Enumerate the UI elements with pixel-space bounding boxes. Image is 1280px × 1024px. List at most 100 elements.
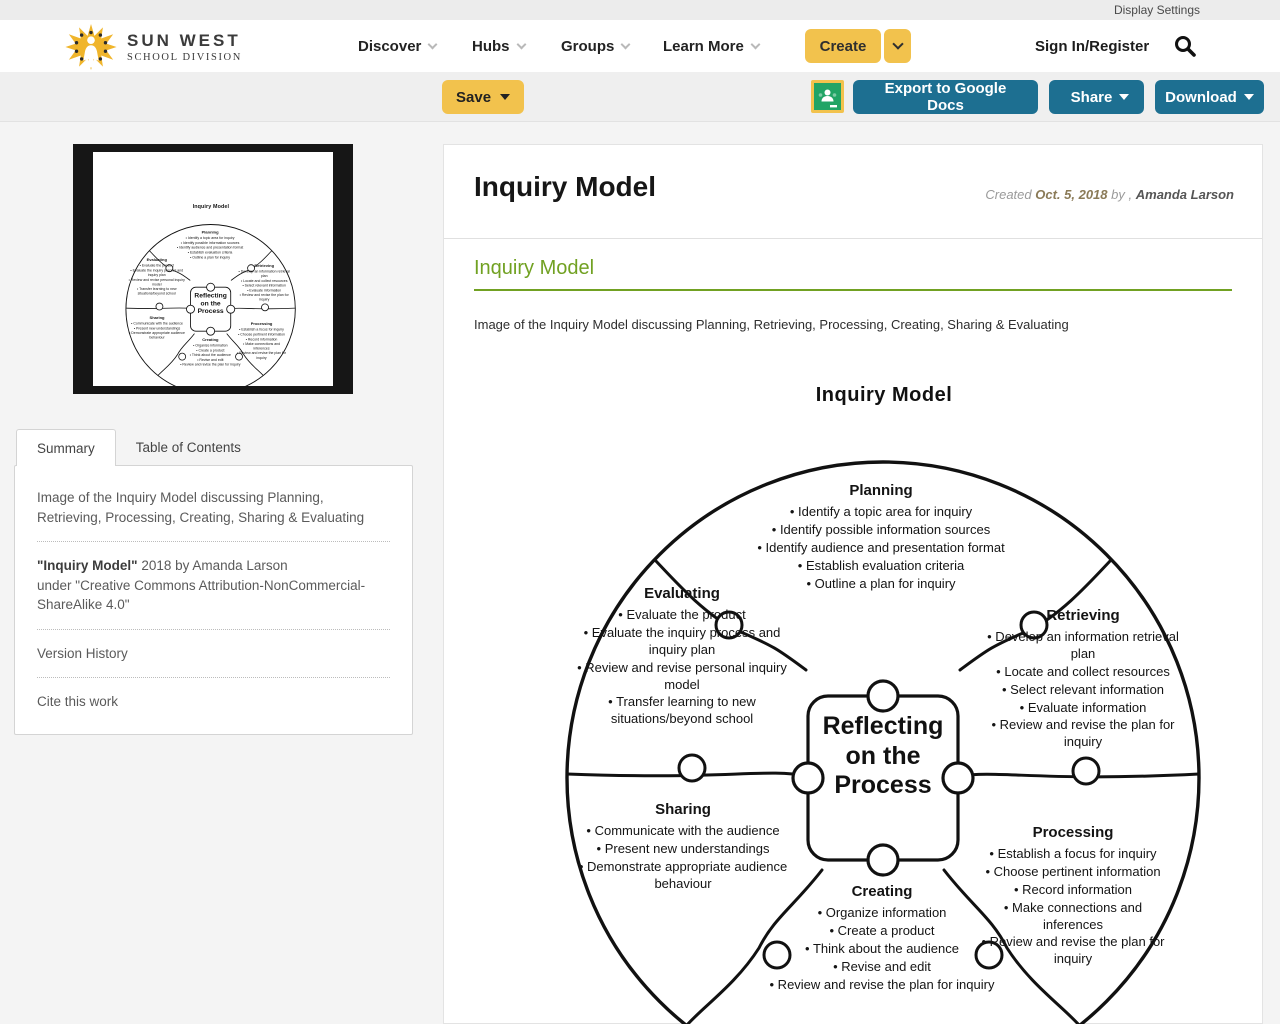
- search-button[interactable]: [1172, 34, 1198, 60]
- puzzle-circle-graphic: [125, 224, 296, 386]
- summary-panel: Image of the Inquiry Model discussing Pl…: [14, 465, 413, 735]
- diagram-bullet-item: • Revise and edit: [833, 958, 931, 974]
- diagram-section-processing: Processing • Establish a focus for inqui…: [235, 322, 289, 361]
- download-button[interactable]: Download: [1155, 80, 1264, 114]
- section-items: • Identify a topic area for inquiry• Ide…: [169, 236, 252, 260]
- citation-title: "Inquiry Model": [37, 558, 138, 574]
- diagram-bullet-item: • Identify possible information sources: [771, 521, 991, 537]
- sidebar-tabs: Summary Table of Contents: [16, 429, 261, 466]
- diagram-bullet-item: • Evaluate the product: [139, 263, 174, 268]
- sign-in-register-link[interactable]: Sign In/Register: [1035, 37, 1150, 55]
- export-to-google-docs-button[interactable]: Export to Google Docs: [853, 80, 1038, 114]
- created-meta: Created Oct. 5, 2018 by , Amanda Larson: [985, 187, 1234, 202]
- create-dropdown-button[interactable]: [884, 29, 911, 63]
- nav-label: Discover: [358, 37, 422, 55]
- section-items: • Communicate with the audience• Present…: [126, 321, 188, 340]
- page-body: Inquiry Model Planning • Identify a topi…: [0, 122, 1280, 1024]
- export-label: Export to Google Docs: [884, 80, 1007, 114]
- logo-line2: SCHOOL DIVISION: [127, 52, 242, 63]
- summary-text: Image of the Inquiry Model discussing Pl…: [37, 474, 390, 543]
- display-settings-link[interactable]: Display Settings: [1113, 3, 1200, 17]
- diagram-bullet-item: • Review and revise the plan for inquiry: [981, 934, 1165, 967]
- section-title: Creating: [202, 337, 219, 342]
- create-button[interactable]: Create: [805, 29, 881, 63]
- section-items: • Develop an information retrieval plan•…: [978, 629, 1188, 751]
- diagram-bullet-item: • Identify audience and presentation for…: [176, 245, 244, 250]
- diagram-bullet-item: • Record information: [1014, 881, 1132, 897]
- caret-down-icon: [1119, 94, 1130, 100]
- download-label: Download: [1165, 88, 1237, 106]
- center-line: Reflecting: [194, 291, 227, 300]
- section-items: • Evaluate the product• Evaluate the inq…: [572, 607, 792, 728]
- nav-item-discover[interactable]: Discover: [358, 20, 438, 72]
- logo-text: SUN WEST SCHOOL DIVISION: [127, 31, 242, 63]
- diagram-bullet-item: • Transfer learning to new situations/be…: [136, 286, 177, 296]
- share-button[interactable]: Share: [1049, 80, 1144, 114]
- nav-item-groups[interactable]: Groups: [561, 20, 631, 72]
- diagram-bullet-item: • Organize information: [193, 343, 228, 348]
- section-items: • Communicate with the audience • Present…: [568, 823, 798, 893]
- section-title: Retrieving: [254, 263, 275, 268]
- google-classroom-button[interactable]: [811, 80, 844, 113]
- diagram-section-evaluating: Evaluating • Evaluate the product• Evalu…: [127, 257, 186, 296]
- diagram-bullet-item: • Evaluate the inquiry process and inqui…: [130, 268, 184, 277]
- diagram-bullet-item: • Outline a plan for inquiry: [806, 575, 956, 591]
- diagram-bullet-item: • Make connections and inferences: [1003, 899, 1143, 932]
- diagram-bullet-item: • Establish evaluation criteria: [797, 557, 965, 573]
- center-line: Process: [197, 307, 224, 315]
- center-line: Reflecting: [822, 712, 944, 740]
- section-heading: Inquiry Model: [474, 257, 1232, 291]
- diagram-bullet-item: • Communicate with the audience: [586, 823, 780, 838]
- puzzle-circle-graphic: [565, 460, 1201, 1024]
- chevron-down-icon: [891, 38, 904, 50]
- document-toolbar: Save Export to Google Docs Share Downloa…: [0, 72, 1280, 122]
- center-line: on the: [200, 299, 221, 307]
- diagram-bullet-item: • Review and revise the plan for inquiry: [239, 292, 289, 302]
- diagram-bullet-item: • Present new understandings: [596, 840, 770, 856]
- diagram-center-label: Reflecting on the Process: [191, 292, 231, 316]
- diagram-bullet-item: • Locate and collect resources: [240, 278, 288, 283]
- created-label: Created: [985, 187, 1032, 202]
- caret-down-icon: [500, 94, 511, 100]
- created-date: Oct. 5, 2018: [1035, 187, 1108, 202]
- diagram-bullet-item: • Review and revise the plan for inquiry: [237, 351, 287, 360]
- chevron-down-icon: [427, 39, 438, 49]
- diagram-bullet-item: • Think about the audience: [805, 940, 959, 956]
- top-strip: Display Settings: [0, 0, 1280, 20]
- center-line: Process: [834, 771, 932, 799]
- diagram-section-creating: Creating • Organize information• Create …: [742, 883, 1022, 994]
- chevron-down-icon: [750, 39, 761, 49]
- version-history-link[interactable]: Version History: [37, 645, 128, 661]
- diagram-bullet-item: • Locate and collect resources: [996, 663, 1170, 679]
- section-items: • Establish a focus for inquiry• Choose …: [973, 846, 1173, 968]
- tab-summary[interactable]: Summary: [16, 429, 116, 466]
- site-logo[interactable]: SUN WEST SCHOOL DIVISION: [65, 24, 242, 70]
- section-title: Retrieving: [1046, 607, 1120, 624]
- nav-item-hubs[interactable]: Hubs: [472, 20, 526, 72]
- chevron-down-icon: [516, 39, 526, 49]
- diagram-bullet-item: • Transfer learning to new situations/be…: [608, 694, 756, 727]
- diagram-bullet-item: • Revise and edit: [197, 357, 224, 362]
- thumbnail-image[interactable]: Inquiry Model Planning • Identify a topi…: [73, 144, 353, 394]
- diagram-section-sharing: Sharing • Communicate with the audience•…: [568, 801, 798, 894]
- save-button[interactable]: Save: [442, 80, 525, 114]
- tab-table-of-contents[interactable]: Table of Contents: [135, 440, 241, 455]
- diagram-bullet-item: • Organize information: [817, 905, 947, 920]
- diagram-section-planning: Planning • Identify a topic area for inq…: [169, 230, 252, 260]
- diagram-bullet-item: • Select relevant information: [1001, 681, 1165, 697]
- diagram-bullet-item: • Communicate with the audience: [131, 321, 183, 326]
- chevron-down-icon: [620, 39, 631, 49]
- page-title: Inquiry Model: [474, 171, 656, 202]
- section-title: Planning: [201, 229, 219, 235]
- section-items: • Identify a topic area for inquiry• Ide…: [726, 504, 1036, 592]
- diagram-bullet-item: • Outline a plan for inquiry: [190, 254, 231, 259]
- diagram-section-retrieving: Retrieving • Develop an information retr…: [236, 263, 292, 302]
- nav-label: Learn More: [663, 37, 744, 55]
- nav-item-learn-more[interactable]: Learn More: [663, 20, 761, 72]
- section-title: Planning: [849, 482, 913, 499]
- diagram-bullet-item: • Review and revise the plan for inquiry: [180, 362, 241, 367]
- diagram-bullet-item: • Review and revise the plan for inquiry: [769, 976, 995, 992]
- diagram-bullet-item: • Establish evaluation criteria: [187, 250, 233, 255]
- cite-this-work-link[interactable]: Cite this work: [37, 694, 119, 710]
- content-body: Inquiry Model Image of the Inquiry Model…: [444, 239, 1262, 1024]
